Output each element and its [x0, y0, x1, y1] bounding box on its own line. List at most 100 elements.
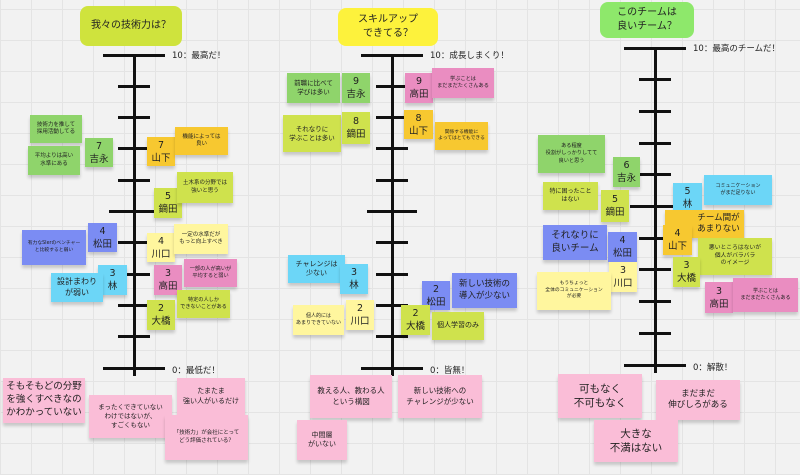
comment-sticky-note[interactable]: ある程度 役割がしっかりしてて 良いと思う: [538, 135, 605, 173]
score-value: 3: [619, 265, 627, 276]
comment-sticky-note[interactable]: 特定の人しか できないことがある: [177, 290, 230, 318]
comment-sticky-note[interactable]: 設計まわり が弱い: [51, 273, 103, 302]
comment-sticky-note[interactable]: チャレンジは 少ない: [288, 255, 345, 283]
comment-sticky-note[interactable]: それなりに 良いチーム: [543, 225, 607, 260]
member-name: 鏑田: [158, 204, 178, 215]
comment-sticky-note[interactable]: 一定の水準だが もっと向上すべき: [174, 224, 228, 254]
scale-bottom-bar: [624, 363, 686, 367]
member-name: 高田: [158, 281, 178, 292]
scale-tick: [639, 78, 671, 82]
note-text: 平均よりは高い 水準にある: [34, 153, 74, 167]
member-name: 山下: [151, 152, 171, 164]
comment-sticky-note[interactable]: 技術力を推して 採用活動してる: [30, 115, 82, 143]
score-value: 4: [674, 228, 681, 239]
note-text: 大きな 不満はない: [609, 427, 663, 454]
score-sticky-note[interactable]: 4 山下: [663, 225, 692, 255]
comment-sticky-note[interactable]: まったくできていない わけではないが、 すごくもない: [89, 395, 172, 438]
comment-sticky-note[interactable]: そもそもどの分野 を強くすべきなの かわかっていない: [3, 378, 85, 423]
score-value: 9: [415, 76, 423, 87]
member-name: 山下: [667, 241, 687, 252]
score-value: 3: [683, 260, 690, 271]
comment-sticky-note[interactable]: 新しい技術への チャレンジが少ない: [398, 375, 482, 418]
comment-sticky-note[interactable]: 中間層 がいない: [297, 420, 347, 460]
scale-tick: [376, 147, 408, 151]
note-text: 可もなく 不可もなく: [573, 382, 627, 409]
member-name: 鏑田: [605, 207, 625, 218]
comment-sticky-note[interactable]: 個人的には あまりできていない: [293, 305, 344, 335]
note-text: 新しい技術の 導入が少ない: [458, 279, 510, 301]
comment-sticky-note[interactable]: 平均よりは高い 水準にある: [28, 146, 80, 175]
scale-tick: [376, 272, 408, 276]
note-text: 関係する機能に よってはとてもできる: [438, 129, 485, 141]
board-title[interactable]: スキルアップ できてる？: [338, 8, 438, 46]
scale-min-label: 0：皆無！: [430, 366, 470, 376]
scale-tick: [376, 303, 408, 307]
comment-sticky-note[interactable]: 学ぶことは まだまだたくさんある: [432, 68, 494, 98]
member-name: 松田: [92, 238, 112, 250]
score-sticky-note[interactable]: 3 高田: [154, 265, 182, 295]
comment-sticky-note[interactable]: 悪いところはないが 個人がバラバラ のイメージ: [698, 238, 772, 275]
member-name: 吉永: [346, 89, 366, 100]
comment-sticky-note[interactable]: 特に困ったこと はない: [543, 182, 598, 210]
comment-sticky-note[interactable]: それなりに 学ぶことは多い: [283, 115, 341, 152]
score-value: 3: [164, 268, 172, 279]
note-text: ある程度 役割がしっかりしてて 良いと思う: [545, 143, 598, 164]
scale-min-label: 0：最低だ！: [172, 366, 220, 376]
comment-sticky-note[interactable]: たまたま 強い人がいるだけ: [177, 378, 245, 415]
note-text: 個人的には あまりできていない: [295, 313, 341, 326]
comment-sticky-note[interactable]: まだまだ 伸びしろがある: [656, 380, 740, 420]
scale-tick: [109, 210, 159, 213]
comment-sticky-note[interactable]: 大きな 不満はない: [594, 420, 678, 462]
comment-sticky-note[interactable]: 一部の人が高いが 平均すると弱い: [184, 259, 237, 287]
comment-sticky-note[interactable]: 有力なSIerのベンチャー と比較すると弱い: [22, 230, 86, 265]
comment-sticky-note[interactable]: 土木系の分野では 強いと思う: [177, 172, 233, 203]
note-text: チーム間が あまりない: [697, 212, 740, 234]
score-value: 2: [412, 308, 419, 319]
member-name: 高田: [709, 298, 729, 310]
scale-tick: [376, 84, 408, 88]
comment-sticky-note[interactable]: 教える人、教わる人 という構図: [310, 375, 392, 418]
board-title[interactable]: このチームは 良いチーム？: [600, 2, 694, 38]
comment-sticky-note[interactable]: 前職に比べて 学びは多い: [287, 73, 340, 103]
member-name: 川口: [350, 316, 370, 327]
comment-sticky-note[interactable]: 学ぶことは まだまだたくさんある: [733, 278, 798, 312]
comment-sticky-note[interactable]: 機能によっては 良い: [175, 127, 228, 155]
note-text: 土木系の分野では 強いと思う: [182, 180, 227, 194]
member-name: 大橋: [405, 321, 425, 332]
comment-sticky-note[interactable]: 「技術力」が会社にとって どう評価されている？: [165, 415, 248, 460]
comment-sticky-note[interactable]: 可もなく 不可もなく: [558, 374, 642, 418]
member-name: 鏑田: [346, 129, 366, 140]
note-text: もうちょっと 全体のコミュニケーション が必要: [545, 281, 603, 300]
comment-sticky-note[interactable]: 個人学習のみ: [432, 312, 484, 340]
comment-sticky-note[interactable]: 関係する機能に よってはとてもできる: [435, 122, 488, 150]
comment-sticky-note[interactable]: もうちょっと 全体のコミュニケーション が必要: [537, 272, 611, 310]
scale-tick: [118, 335, 150, 339]
scale-bottom-bar: [103, 366, 165, 370]
score-sticky-note[interactable]: 2 大橋: [401, 305, 430, 335]
scale-max-label: 10：最高だ！: [172, 51, 226, 61]
scale-tick: [118, 241, 150, 245]
scale-tick: [639, 141, 671, 145]
board-title[interactable]: 我々の技術力は？: [80, 6, 182, 46]
comment-sticky-note[interactable]: コミュニケーション がまだ足りない: [704, 175, 772, 205]
comment-sticky-note[interactable]: 新しい技術の 導入が少ない: [452, 273, 517, 308]
